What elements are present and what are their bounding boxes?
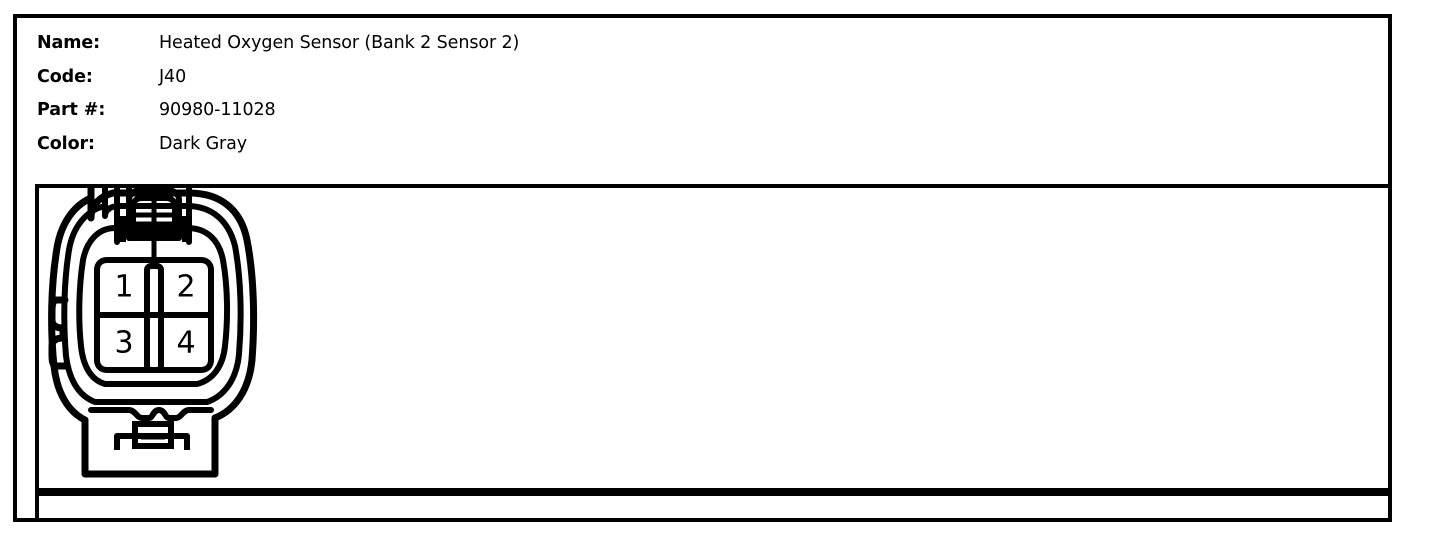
info-value-color: Dark Gray: [159, 133, 248, 154]
info-label-part-number: Part #:: [37, 100, 106, 120]
housing-outer-contour: [48, 188, 258, 478]
info-row-part-number: Part #: 90980-11028: [37, 94, 937, 128]
cavity-keyway-rib: [144, 263, 164, 373]
latch-body: [126, 188, 182, 241]
footer-strip: [35, 492, 1392, 522]
pin-label-3: 3: [114, 326, 133, 361]
housing-cavity-wall: [76, 225, 231, 387]
footer-strip-right-border: [1388, 492, 1392, 522]
info-label-code: Code:: [37, 66, 93, 87]
info-row-code: Code: J40: [37, 61, 937, 95]
info-row-color: Color: Dark Gray: [37, 128, 937, 162]
info-value-code: J40: [159, 66, 187, 87]
bottom-skirt-notch: [88, 407, 214, 421]
info-label-color: Color:: [37, 133, 95, 154]
pin-label-4: 4: [176, 326, 195, 361]
connector-face-svg: 1 2 3 4: [48, 188, 258, 478]
info-value-name: Heated Oxygen Sensor (Bank 2 Sensor 2): [159, 33, 520, 53]
connector-info-block: Name: Heated Oxygen Sensor (Bank 2 Senso…: [37, 27, 937, 161]
info-row-name: Name: Heated Oxygen Sensor (Bank 2 Senso…: [37, 27, 937, 61]
cavity-block-outline: [94, 257, 214, 373]
housing-inner-contour: [61, 188, 244, 405]
info-label-name: Name:: [37, 33, 101, 53]
diagram-panel-right-border: [1388, 184, 1392, 492]
pin-label-2: 2: [176, 270, 195, 305]
info-value-part-number: 90980-11028: [159, 100, 276, 120]
bottom-tab-inner: [132, 421, 174, 449]
pin-label-1: 1: [114, 270, 133, 305]
connector-diagram-panel: 1 2 3 4: [35, 184, 1392, 492]
connector-drawing: 1 2 3 4: [39, 188, 279, 488]
latch-outer-frame: [114, 188, 192, 245]
